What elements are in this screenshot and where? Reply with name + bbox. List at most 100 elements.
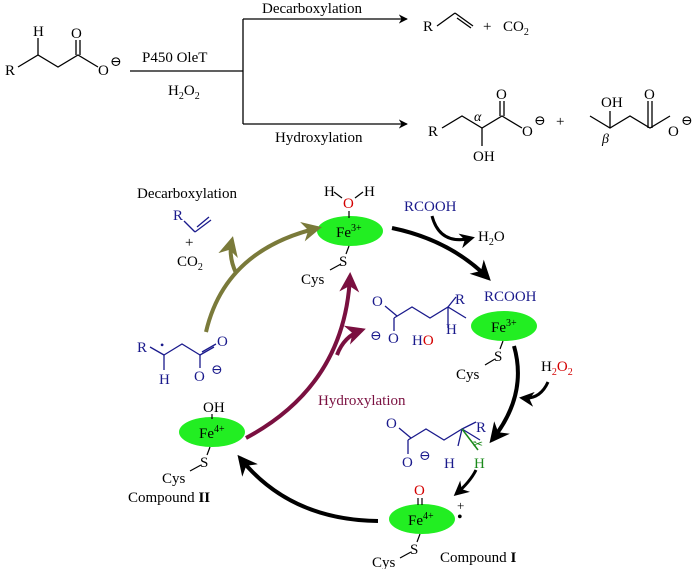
c1-radical: • bbox=[457, 509, 463, 526]
bound-s-label: S bbox=[494, 349, 502, 365]
sub-o-label: O bbox=[386, 416, 397, 432]
water-out: H2O bbox=[478, 229, 505, 248]
radical-intermediate bbox=[149, 343, 217, 370]
heme-compound-two bbox=[179, 417, 245, 447]
maroon-arrow-to-rest bbox=[245, 272, 360, 440]
prod-r-label: R bbox=[455, 292, 465, 308]
prod-o-minus-label: O bbox=[388, 331, 399, 347]
cleave-scissor: ✂ bbox=[473, 437, 483, 451]
rad-h-label: H bbox=[159, 372, 170, 388]
entry-rcooh: RCOOH bbox=[404, 199, 457, 215]
arrow-to-compound-one bbox=[453, 469, 478, 496]
prod-h-label: H bbox=[446, 322, 457, 338]
rest-h1-label: H bbox=[324, 184, 335, 200]
rad-r-label: R bbox=[137, 340, 147, 356]
substrate-entry-curl bbox=[430, 215, 475, 249]
c1-o-label: O bbox=[414, 483, 425, 499]
prod-charge: ⊖ bbox=[370, 329, 382, 344]
substrate-charge: ⊖ bbox=[110, 55, 122, 70]
sub-h1-label: H bbox=[444, 456, 455, 472]
hydroxylated-product bbox=[384, 296, 467, 331]
beta-o-label: O bbox=[644, 87, 655, 103]
bound-fe-label: Fe3+ bbox=[491, 318, 517, 336]
heme-compound-one bbox=[389, 504, 455, 534]
arrow-rest-to-bound bbox=[391, 226, 491, 281]
rest-s-label: S bbox=[339, 254, 347, 270]
c2-oh-label: OH bbox=[203, 400, 225, 416]
peroxide-in: H2O2 bbox=[541, 359, 573, 378]
sub-o-minus-label: O bbox=[402, 455, 413, 471]
beta-hydroxy-product bbox=[589, 101, 671, 129]
alkene-r-label: R bbox=[423, 19, 433, 35]
c1-s-label: S bbox=[410, 542, 418, 558]
hydroxylation-label-top: Hydroxylation bbox=[275, 130, 363, 146]
beta-symbol: β bbox=[601, 132, 609, 147]
beta-o-minus-label: O bbox=[668, 124, 679, 140]
c1-plus: + bbox=[457, 498, 464, 513]
rad-o-label: O bbox=[217, 334, 228, 350]
sub-r-label: R bbox=[476, 420, 486, 436]
c1-fe-label: Fe4+ bbox=[408, 511, 434, 529]
rest-bonds bbox=[329, 191, 364, 271]
cycle-co2: CO2 bbox=[177, 254, 203, 273]
sub-h2-label: H bbox=[474, 456, 485, 472]
bound-bonds bbox=[484, 340, 504, 366]
beta-oh-label: OH bbox=[601, 95, 623, 111]
c1-name-label: Compound I bbox=[440, 550, 516, 566]
cycle-decarboxylation-label: Decarboxylation bbox=[137, 186, 237, 202]
enzyme-label: P450 OleT bbox=[142, 50, 207, 66]
olive-branch-to-alkene bbox=[218, 236, 238, 274]
prod-o-label: O bbox=[372, 294, 383, 310]
beta-charge: ⊖ bbox=[681, 114, 693, 129]
cycle-hydroxylation-label: Hydroxylation bbox=[318, 393, 406, 409]
bound-rcooh: RCOOH bbox=[484, 289, 537, 305]
cleaved-bond bbox=[461, 428, 479, 451]
substrate-with-cleavage bbox=[398, 421, 481, 454]
alpha-o-label: O bbox=[496, 87, 507, 103]
alpha-r-label: R bbox=[428, 124, 438, 140]
cycle-alkene-product bbox=[183, 216, 212, 233]
substrate-o-minus-label: O bbox=[98, 63, 109, 79]
substrate-r-label: R bbox=[5, 63, 15, 79]
prod-ho-label: HO bbox=[412, 333, 434, 349]
alpha-hydroxy-product bbox=[441, 101, 523, 146]
c1-bonds bbox=[399, 498, 423, 559]
c2-cys-label: Cys bbox=[162, 471, 186, 487]
co2-label-top: CO2 bbox=[503, 19, 529, 38]
alpha-oh-label: OH bbox=[473, 149, 495, 165]
cycle-alkene-r: R bbox=[173, 208, 183, 224]
rest-o-label: O bbox=[343, 196, 354, 212]
peroxide-entry-curl bbox=[519, 381, 550, 407]
rad-charge: ⊖ bbox=[211, 363, 223, 378]
alkene-product bbox=[436, 12, 474, 29]
cycle-plus: + bbox=[185, 235, 193, 251]
c2-name-label: Compound II bbox=[128, 490, 210, 506]
heme-bound-state bbox=[471, 311, 537, 341]
substrate-fatty-acid bbox=[17, 38, 99, 68]
sub-charge: ⊖ bbox=[419, 449, 431, 464]
rest-cys-label: Cys bbox=[301, 272, 325, 288]
heme-rest-state bbox=[317, 216, 383, 246]
c2-s-label: S bbox=[200, 455, 208, 471]
products-plus: + bbox=[556, 114, 564, 130]
rad-dot: • bbox=[160, 338, 164, 352]
alpha-o-minus-label: O bbox=[522, 124, 533, 140]
maroon-branch-to-product bbox=[335, 325, 366, 356]
bound-cys-label: Cys bbox=[456, 367, 480, 383]
arrow-c1-to-c2 bbox=[237, 454, 379, 523]
c2-bonds bbox=[189, 414, 213, 472]
rest-fe-label: Fe3+ bbox=[336, 223, 362, 241]
olive-arrow-to-rest bbox=[204, 221, 322, 333]
substrate-h-label: H bbox=[33, 24, 44, 40]
rad-o-minus-label: O bbox=[194, 369, 205, 385]
c2-fe-label: Fe4+ bbox=[199, 424, 225, 442]
alkene-plus: + bbox=[483, 19, 491, 35]
arrow-bound-to-substrate bbox=[489, 345, 520, 444]
c1-cys-label: Cys bbox=[372, 555, 396, 569]
substrate-o-label: O bbox=[71, 26, 82, 42]
oxidant-label: H2O2 bbox=[168, 83, 200, 102]
decarboxylation-label-top: Decarboxylation bbox=[262, 1, 362, 17]
alpha-charge: ⊖ bbox=[534, 114, 546, 129]
alpha-symbol: α bbox=[474, 110, 482, 125]
